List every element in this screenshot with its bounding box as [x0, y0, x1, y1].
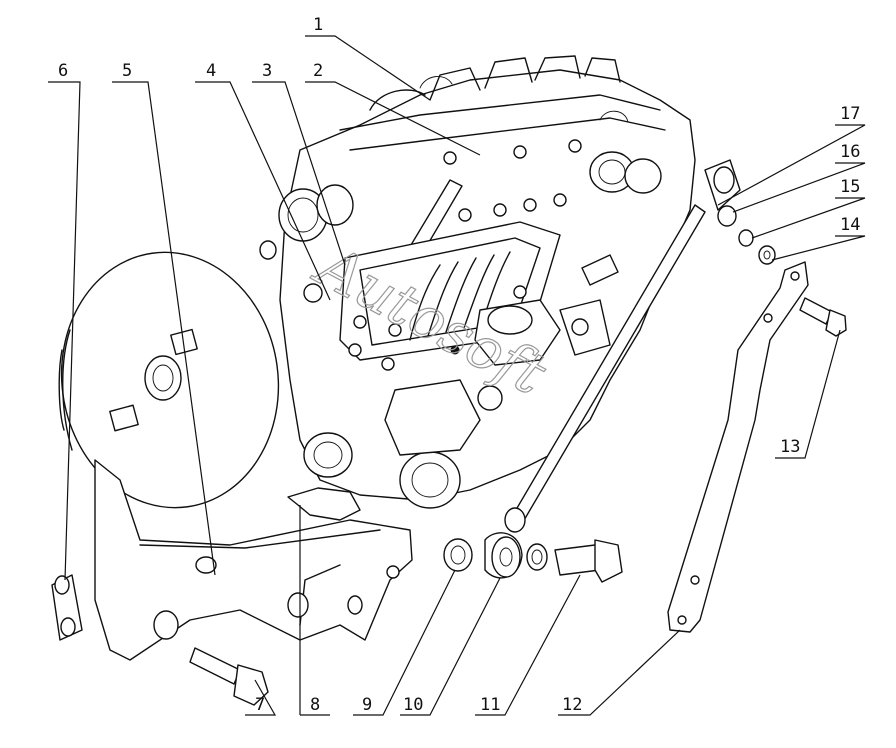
- part-6-clip: [51, 574, 83, 641]
- callout-6: 6: [58, 61, 68, 81]
- callout-labels: 1 2 3 4 5 6 7 8 9 10 11 12 13 14 15 16 1…: [58, 15, 860, 715]
- callout-1: 1: [313, 15, 323, 35]
- callout-5: 5: [122, 61, 132, 81]
- leader-lines: [48, 35, 866, 716]
- drive-pulley: [58, 251, 280, 509]
- parts-9-11: [443, 532, 623, 583]
- callout-8: 8: [310, 695, 320, 715]
- mounting-bracket: [94, 459, 413, 661]
- callout-11: 11: [480, 695, 500, 715]
- part-12-link-plate: [667, 261, 809, 633]
- callout-9: 9: [362, 695, 372, 715]
- part-7-bolt: [189, 647, 269, 706]
- callout-10: 10: [403, 695, 423, 715]
- part-13-bolt: [799, 297, 847, 337]
- callout-3: 3: [262, 61, 272, 81]
- parts-14-17: [717, 205, 776, 265]
- callout-7: 7: [255, 695, 265, 715]
- callout-4: 4: [206, 61, 216, 81]
- part-8-shim: [287, 487, 361, 521]
- callout-14: 14: [840, 215, 860, 235]
- callout-15: 15: [840, 177, 860, 197]
- callout-16: 16: [840, 142, 860, 162]
- callout-12: 12: [562, 695, 582, 715]
- callout-2: 2: [313, 61, 323, 81]
- callout-13: 13: [780, 437, 800, 457]
- callout-17: 17: [840, 104, 860, 124]
